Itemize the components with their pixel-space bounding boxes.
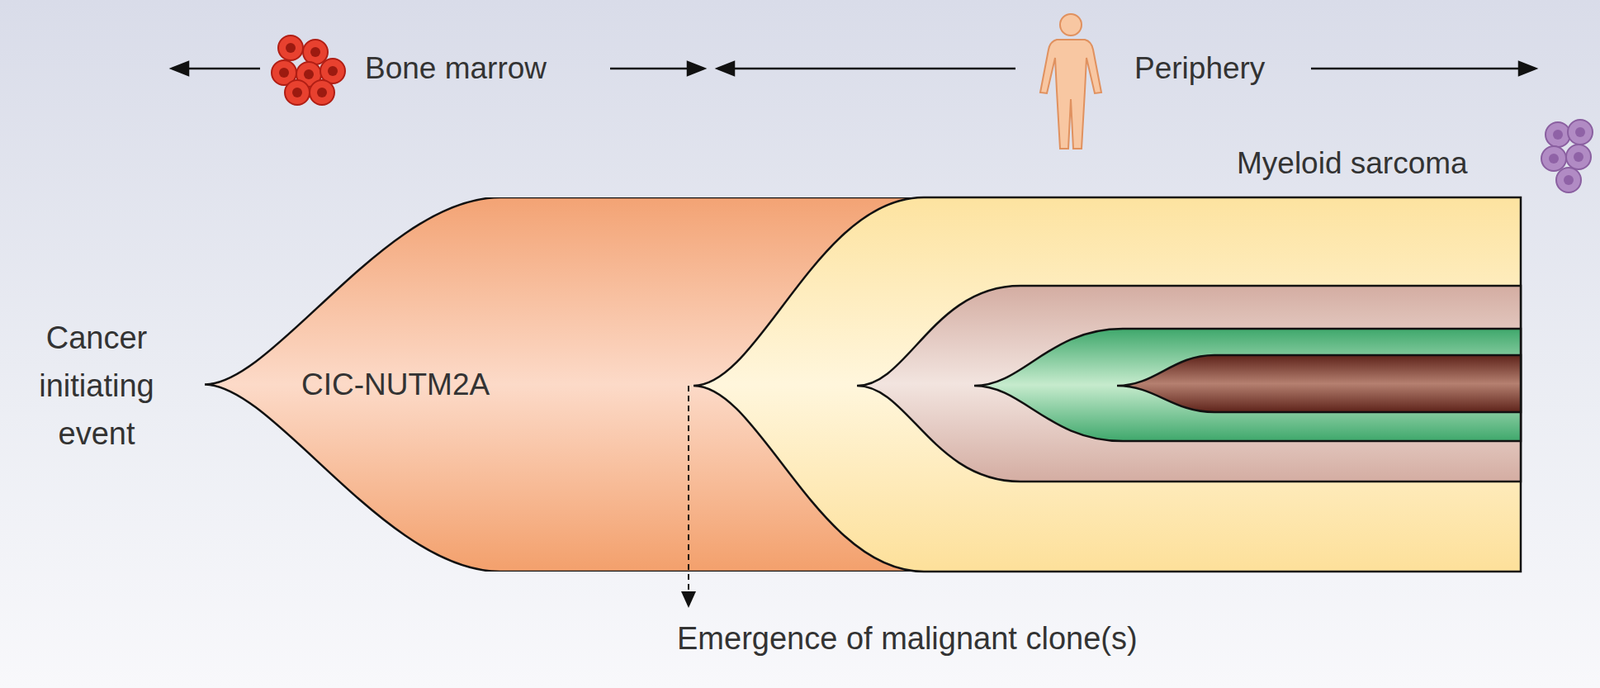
clone-name: CIC-NUTM2A: [301, 367, 490, 403]
emergence-arrow: [681, 385, 696, 608]
marrow-cells: [271, 35, 346, 105]
clone-band: [856, 285, 1521, 482]
clone-band: [693, 197, 1521, 572]
clone-band: CIC-NUTM2A: [203, 197, 1521, 572]
site-label: Myeloid sarcoma: [1236, 146, 1468, 181]
sarcoma-cells: [1541, 119, 1593, 193]
annotation-label: Emergence of malignant clone(s): [676, 620, 1138, 657]
clone-band: [1117, 355, 1521, 412]
region-label: Periphery: [1134, 51, 1265, 86]
person-icon: [1040, 14, 1102, 149]
event-label: Cancer initiating event: [8, 313, 185, 458]
clone-band: [974, 328, 1521, 441]
region-label: Bone marrow: [364, 51, 547, 86]
